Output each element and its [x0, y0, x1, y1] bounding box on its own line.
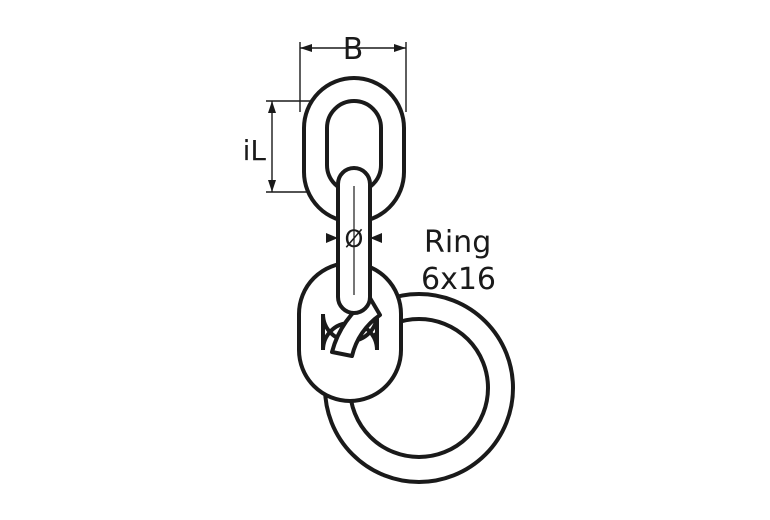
diameter-arrow-right [370, 233, 382, 243]
inner-length-label: iL [243, 134, 267, 167]
diameter-arrow-left [326, 233, 338, 243]
ring-overlap-segment [330, 296, 382, 358]
ring-label-name: Ring [424, 225, 491, 260]
width-label: B [343, 32, 364, 67]
width-arrow-right [394, 44, 406, 52]
inner-length-arrow-bottom [268, 180, 276, 192]
inner-length-arrow-top [268, 101, 276, 113]
diameter-dimension [326, 233, 382, 243]
width-arrow-left [300, 44, 312, 52]
diameter-symbol: Ø [345, 225, 364, 253]
ring-label-size: 6x16 [421, 262, 496, 297]
